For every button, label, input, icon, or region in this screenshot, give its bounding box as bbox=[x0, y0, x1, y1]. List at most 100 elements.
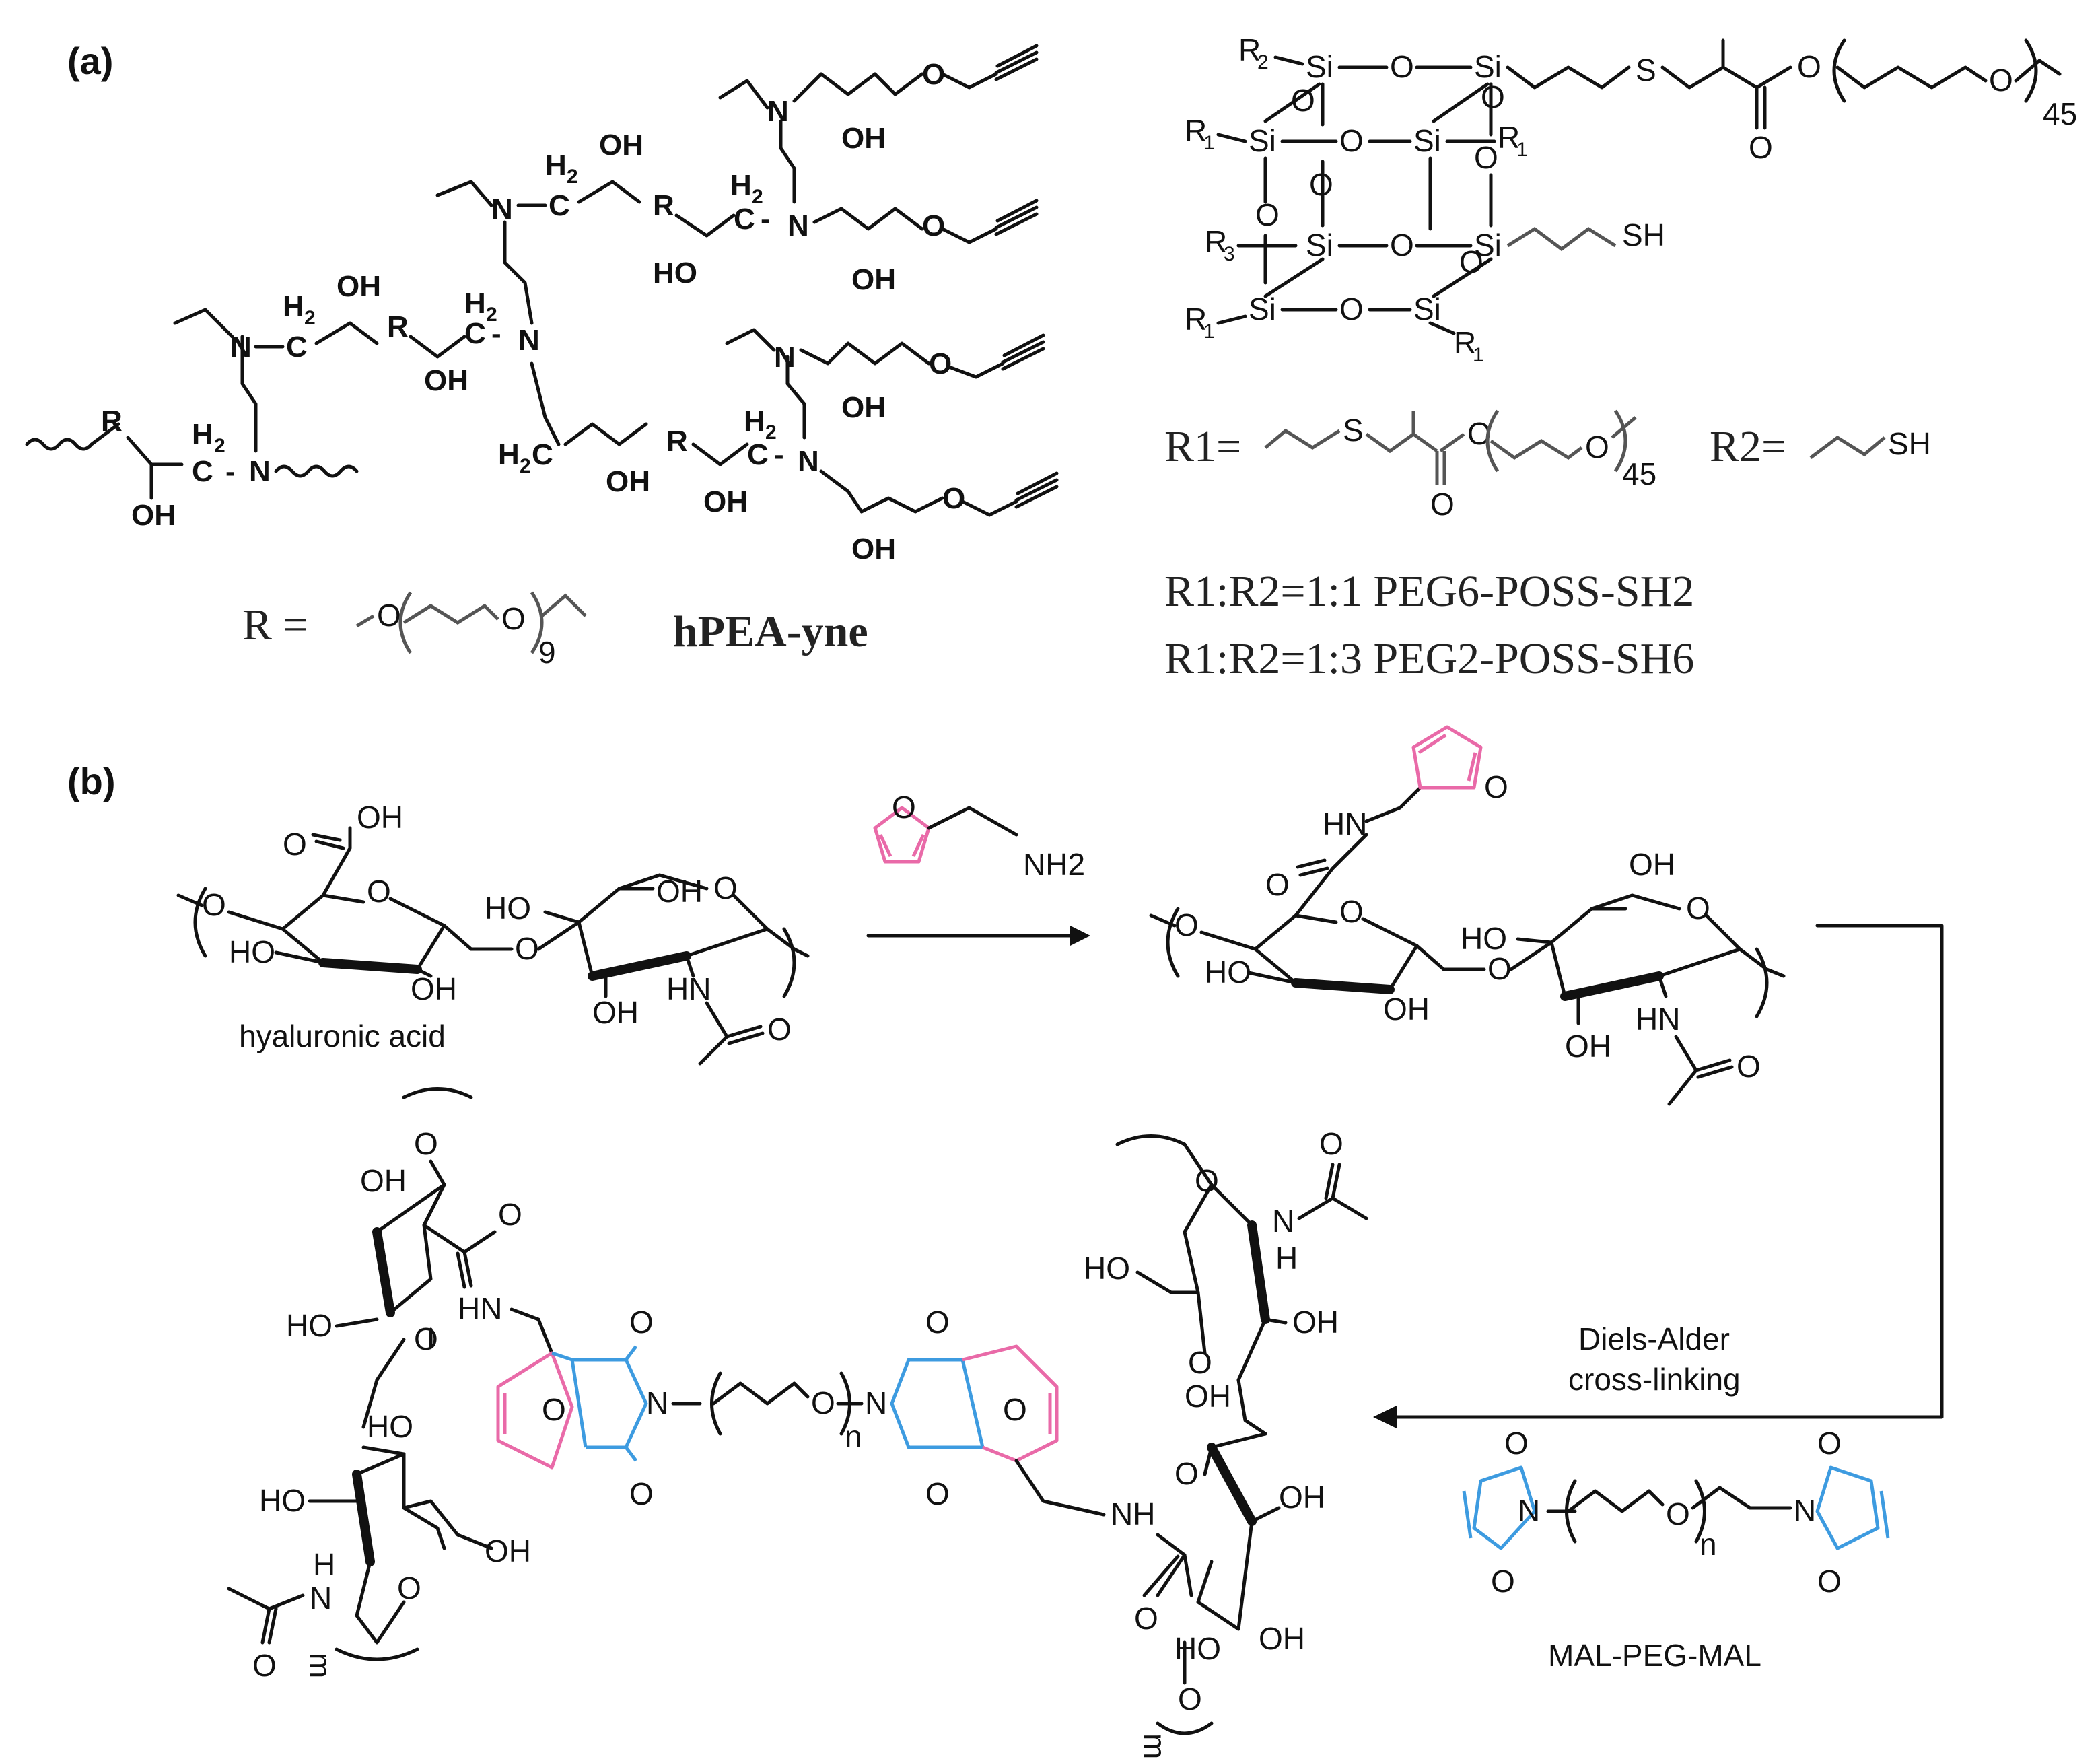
furfurylamine-reagent: O NH2 bbox=[873, 790, 1085, 882]
svg-text:O: O bbox=[811, 1385, 835, 1420]
svg-text:H: H bbox=[313, 1547, 335, 1582]
svg-text:O: O bbox=[1265, 867, 1290, 902]
svg-text:HO: HO bbox=[653, 256, 697, 289]
svg-text:OH: OH bbox=[1292, 1305, 1339, 1340]
svg-text:H: H bbox=[283, 290, 304, 323]
svg-text:SH: SH bbox=[1622, 217, 1665, 252]
svg-text:OH: OH bbox=[411, 971, 457, 1006]
svg-text:Si: Si bbox=[1413, 291, 1441, 326]
svg-text:45: 45 bbox=[2043, 96, 2077, 131]
svg-text:C: C bbox=[734, 203, 755, 236]
svg-text:HO: HO bbox=[1205, 955, 1251, 990]
svg-text:N: N bbox=[767, 95, 789, 128]
svg-text:OH: OH bbox=[357, 800, 403, 835]
svg-text:m: m bbox=[303, 1653, 338, 1678]
svg-text:HO: HO bbox=[259, 1483, 306, 1518]
svg-text:OH: OH bbox=[1279, 1480, 1325, 1515]
svg-text:O: O bbox=[942, 482, 965, 515]
svg-text:O: O bbox=[1749, 130, 1773, 165]
reaction-arrow-2 bbox=[1391, 924, 1944, 1419]
svg-text:O: O bbox=[414, 1321, 438, 1356]
svg-text:HN: HN bbox=[666, 971, 711, 1006]
svg-text:R: R bbox=[1498, 120, 1520, 155]
mal-peg-mal-structure: O O N O n N O O bbox=[1462, 1426, 1890, 1599]
svg-text:N: N bbox=[788, 209, 809, 242]
svg-text:HO: HO bbox=[485, 891, 531, 926]
svg-text:2: 2 bbox=[304, 307, 316, 329]
svg-text:O: O bbox=[1585, 429, 1609, 464]
svg-text:2: 2 bbox=[520, 455, 531, 477]
svg-text:O: O bbox=[202, 887, 226, 922]
svg-text:HO: HO bbox=[1461, 921, 1507, 956]
svg-text:O: O bbox=[892, 790, 916, 825]
diels-alder-label: Diels-Alder bbox=[1578, 1321, 1730, 1356]
svg-text:3: 3 bbox=[1224, 243, 1235, 265]
hpea-yne-name: hPEA-yne bbox=[673, 607, 868, 656]
svg-text:HO: HO bbox=[367, 1409, 413, 1444]
furan-modified-ha-structure: O O O HN O HO OH O OH O HO OH HN O bbox=[1149, 725, 1786, 1106]
svg-text:N: N bbox=[249, 455, 271, 488]
svg-text:Si: Si bbox=[1474, 228, 1502, 263]
svg-text:Si: Si bbox=[1306, 228, 1333, 263]
svg-text:n: n bbox=[1700, 1527, 1717, 1562]
svg-text:O: O bbox=[1989, 63, 2013, 98]
svg-text:O: O bbox=[1737, 1049, 1761, 1084]
svg-text:Si: Si bbox=[1249, 123, 1276, 158]
svg-text:N: N bbox=[491, 193, 513, 226]
cross-linking-label: cross-linking bbox=[1568, 1362, 1741, 1397]
svg-text:NH2: NH2 bbox=[1023, 847, 1085, 882]
svg-text:45: 45 bbox=[1622, 456, 1656, 491]
svg-text:R1=: R1= bbox=[1164, 422, 1241, 471]
svg-text:2: 2 bbox=[214, 435, 225, 457]
svg-text:R =: R = bbox=[242, 600, 308, 650]
svg-text:OH: OH bbox=[1383, 992, 1430, 1027]
svg-text:H: H bbox=[192, 418, 213, 451]
svg-text:O: O bbox=[1339, 123, 1364, 158]
svg-text:O: O bbox=[283, 827, 307, 862]
svg-text:N: N bbox=[310, 1581, 332, 1616]
svg-text:R: R bbox=[1205, 224, 1227, 259]
svg-text:1: 1 bbox=[1473, 344, 1484, 366]
svg-text:O: O bbox=[629, 1476, 654, 1511]
svg-text:O: O bbox=[1134, 1601, 1158, 1636]
svg-text:O: O bbox=[1339, 894, 1364, 929]
svg-text:1: 1 bbox=[1516, 139, 1528, 161]
svg-text:N: N bbox=[1272, 1204, 1294, 1239]
crosslinked-network-structure: O OH HN O HO O HO HO OH O H N O m bbox=[227, 1087, 1368, 1759]
svg-text:OH: OH bbox=[592, 995, 639, 1030]
svg-text:N: N bbox=[518, 324, 540, 357]
svg-text:R: R bbox=[1185, 113, 1207, 148]
svg-text:S: S bbox=[1343, 413, 1364, 448]
svg-text:O: O bbox=[713, 870, 738, 905]
svg-text:OH: OH bbox=[337, 270, 381, 303]
svg-text:O: O bbox=[1817, 1426, 1842, 1461]
svg-text:OH: OH bbox=[1629, 847, 1675, 882]
reaction-arrow-1-head bbox=[1070, 926, 1090, 946]
svg-text:N: N bbox=[865, 1385, 887, 1420]
svg-text:m: m bbox=[1138, 1733, 1172, 1759]
svg-text:H: H bbox=[498, 438, 520, 471]
svg-text:HO: HO bbox=[229, 934, 275, 969]
svg-text:-: - bbox=[225, 455, 236, 488]
svg-text:C: C bbox=[286, 331, 308, 364]
svg-text:N: N bbox=[646, 1385, 668, 1420]
svg-text:O: O bbox=[515, 931, 539, 966]
svg-text:-: - bbox=[491, 317, 501, 350]
svg-text:O: O bbox=[1797, 49, 1821, 84]
svg-text:R: R bbox=[1238, 32, 1261, 67]
svg-text:Si: Si bbox=[1306, 49, 1333, 84]
mal-peg-mal-label: MAL-PEG-MAL bbox=[1548, 1638, 1761, 1673]
svg-text:R: R bbox=[666, 425, 688, 458]
svg-text:O: O bbox=[1175, 1456, 1199, 1491]
svg-text:SH: SH bbox=[1888, 426, 1931, 461]
svg-text:OH: OH bbox=[1185, 1379, 1231, 1414]
svg-text:OH: OH bbox=[1565, 1029, 1611, 1064]
svg-text:OH: OH bbox=[841, 391, 886, 424]
svg-text:O: O bbox=[925, 1305, 950, 1340]
svg-text:O: O bbox=[629, 1305, 654, 1340]
svg-text:O: O bbox=[252, 1648, 277, 1683]
svg-text:H: H bbox=[545, 149, 567, 182]
poss-cage-structure: R2 Si O Si S O O O 45 R1 Si O Si R1 O bbox=[1185, 32, 2077, 366]
svg-text:OH: OH bbox=[360, 1163, 407, 1198]
svg-text:9: 9 bbox=[538, 635, 556, 670]
